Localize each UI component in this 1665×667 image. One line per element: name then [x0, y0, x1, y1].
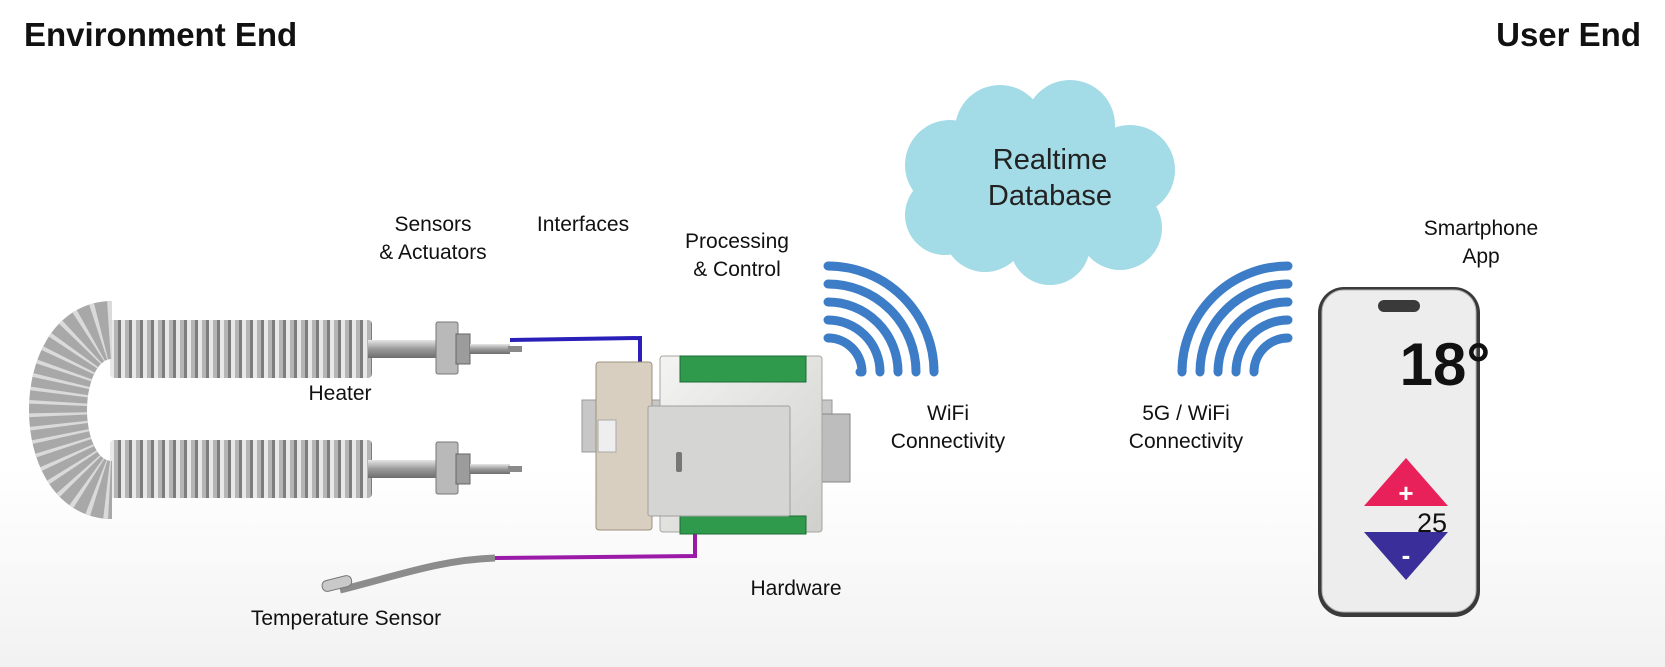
5g-wifi-connectivity-label: 5G / WiFi Connectivity: [1116, 400, 1256, 456]
sensors-label-line2: & Actuators: [379, 241, 487, 264]
cloud-label-line1: Realtime: [992, 144, 1108, 176]
sensors-actuators-label: Sensors & Actuators: [368, 211, 498, 267]
wifi-connectivity-label: WiFi Connectivity: [878, 400, 1018, 456]
hardware-label: Hardware: [750, 577, 842, 600]
wifi-label-line1: WiFi: [927, 402, 969, 425]
processing-control-label: Processing & Control: [672, 228, 802, 284]
setpoint-value: 25: [1416, 508, 1448, 538]
processing-label-line1: Processing: [685, 230, 789, 253]
sensors-label-line1: Sensors: [394, 213, 472, 236]
wifi-waves-icon: [823, 261, 939, 377]
temperature-probe-icon: [321, 554, 496, 594]
user-end-heading: User End: [1496, 16, 1641, 53]
realtime-database-label: Realtime Database: [950, 142, 1150, 214]
interface-wire-top: [509, 335, 642, 362]
smartphone-app-label: Smartphone App: [1416, 215, 1546, 271]
interfaces-label: Interfaces: [536, 213, 630, 236]
wifi-waves-icon-user: [1177, 261, 1293, 377]
plus-symbol[interactable]: +: [1398, 478, 1414, 508]
temperature-down-button[interactable]: [1364, 532, 1448, 580]
smartphone-label-line1: Smartphone: [1423, 217, 1539, 240]
current-temperature: 18°: [1399, 331, 1491, 398]
environment-end-heading: Environment End: [24, 16, 298, 53]
cloud-icon: [905, 80, 1175, 285]
temperature-sensor-label: Temperature Sensor: [250, 607, 442, 630]
minus-symbol[interactable]: -: [1401, 540, 1411, 570]
5g-label-line1: 5G / WiFi: [1142, 402, 1230, 425]
smartphone-label-line2: App: [1462, 245, 1500, 268]
processing-label-line2: & Control: [693, 258, 781, 281]
din-rail-controller-icon: [581, 355, 851, 535]
heater-label: Heater: [308, 382, 372, 405]
5g-label-line2: Connectivity: [1128, 430, 1244, 453]
heater-element-icon: [29, 301, 522, 519]
cloud-label-line2: Database: [987, 180, 1113, 212]
wifi-label-line2: Connectivity: [890, 430, 1006, 453]
